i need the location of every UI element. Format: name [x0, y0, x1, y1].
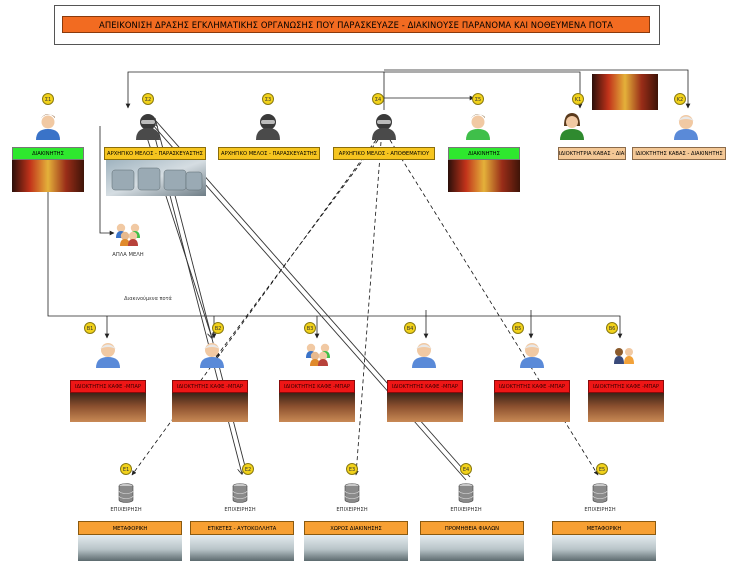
dashed-s4-to-e3 — [353, 141, 382, 476]
couple-icon — [614, 348, 634, 364]
drinks-photo — [448, 160, 520, 192]
badge-k1: Κ1 — [572, 93, 584, 105]
database-icon — [592, 483, 608, 503]
badge-e1: Ε1 — [120, 463, 132, 475]
elderly-person-icon — [200, 343, 224, 368]
role-label-s2: ΑΡΧΗΓΙΚΟ ΜΕΛΟΣ - ΠΑΡΑΣΚΕΥΑΣΤΗΣ — [104, 147, 206, 160]
role-label-b1: ΙΔΙΟΚΤΗΤΗΣ ΚΑΦΕ -ΜΠΑΡ — [70, 380, 146, 393]
connector-s2-to-members — [99, 126, 115, 236]
bar-photo — [387, 393, 463, 422]
flow-label: Διακινούμενα ποτά — [124, 296, 172, 302]
factory-photo — [420, 535, 524, 561]
role-label-b2: ΙΔΙΟΚΤΗΤΗΣ ΚΑΦΕ -ΜΠΑΡ — [172, 380, 248, 393]
database-icon — [232, 483, 248, 503]
database-icon — [118, 483, 134, 503]
connector-s1-to-bars — [47, 192, 621, 327]
person-icon — [36, 114, 60, 140]
role-label-b6: ΙΔΙΟΚΤΗΤΗΣ ΚΑΦΕ -ΜΠΑΡ — [588, 380, 664, 393]
badge-s2: Σ2 — [142, 93, 154, 105]
hooded-person-icon — [372, 114, 396, 140]
role-label-b3: ΙΔΙΟΚΤΗΤΗΣ ΚΑΦΕ -ΜΠΑΡ — [279, 380, 355, 393]
badge-s1: Σ1 — [42, 93, 54, 105]
factory-photo — [304, 535, 408, 561]
role-label-s3: ΑΡΧΗΓΙΚΟ ΜΕΛΟΣ - ΠΑΡΑΣΚΕΥΑΣΤΗΣ — [218, 147, 320, 160]
factory-photo — [190, 535, 294, 561]
badge-b1: Β1 — [84, 322, 96, 334]
business-caption-e3: ΕΠΙΧΕΙΡΗΣΗ — [336, 507, 368, 513]
role-label-k1: ΙΔΙΟΚΤΗΤΡΙΑ ΚΑΒΑΣ - ΔΙΑΚΙΝΗΤΡΙΑ — [558, 147, 626, 160]
role-label-s1: ΔΙΑΚΙΝΗΤΗΣ — [12, 147, 84, 160]
database-icon — [344, 483, 360, 503]
bar-photo — [588, 393, 664, 422]
bar-photo — [279, 393, 355, 422]
dashed-s4-to-b2 — [215, 139, 379, 358]
badge-s5: Σ5 — [472, 93, 484, 105]
photos-top — [12, 74, 658, 196]
business-row — [78, 483, 656, 561]
dashed-s4-to-e5 — [389, 139, 599, 476]
badge-b6: Β6 — [606, 322, 618, 334]
woman-icon — [560, 113, 584, 140]
bar-photo — [70, 393, 146, 422]
hooded-person-icon — [256, 114, 280, 140]
connector-s4-to-s2 — [125, 71, 385, 110]
business-caption-e5: ΕΠΙΧΕΙΡΗΣΗ — [584, 507, 616, 513]
drinks-photo — [12, 160, 84, 192]
elderly-person-icon — [412, 343, 436, 368]
badge-b4: Β4 — [404, 322, 416, 334]
business-caption-e4: ΕΠΙΧΕΙΡΗΣΗ — [450, 507, 482, 513]
business-label-e2: ΕΤΙΚΕΤΕΣ - ΑΥΤΟΚΟΛΛΗΤΑ — [190, 521, 294, 535]
badge-s4: Σ4 — [372, 93, 384, 105]
factory-photo — [78, 535, 182, 561]
badge-e5: Ε5 — [596, 463, 608, 475]
role-label-b5: ΙΔΙΟΚΤΗΤΗΣ ΚΑΦΕ -ΜΠΑΡ — [494, 380, 570, 393]
badge-k2: Κ2 — [674, 93, 686, 105]
badge-b5: Β5 — [512, 322, 524, 334]
business-label-e1: ΜΕΤΑΦΟΡΙΚΗ — [78, 521, 182, 535]
simple-members-label: ΑΠΛΑ ΜΕΛΗ — [112, 252, 144, 258]
connector-s4-to-k2 — [384, 69, 691, 109]
business-caption-e1: ΕΠΙΧΕΙΡΗΣΗ — [110, 507, 142, 513]
role-label-k2: ΙΔΙΟΚΤΗΤΗΣ ΚΑΒΑΣ - ΔΙΑΚΙΝΗΤΗΣ — [632, 147, 726, 160]
bar-photo — [172, 393, 248, 422]
badge-e2: Ε2 — [242, 463, 254, 475]
top-row-icons — [36, 113, 698, 246]
drinks-photo — [592, 74, 658, 110]
business-label-e5: ΜΕΤΑΦΟΡΙΚΗ — [552, 521, 656, 535]
person-icon — [466, 114, 490, 140]
hooded-person-icon — [136, 114, 160, 140]
factory-photo — [552, 535, 656, 561]
role-label-b4: ΙΔΙΟΚΤΗΤΗΣ ΚΑΦΕ -ΜΠΑΡ — [387, 380, 463, 393]
elderly-person-icon — [674, 115, 698, 140]
diagram-title: ΑΠΕΙΚΟΝΙΣΗ ΔΡΑΣΗΣ ΕΓΚΛΗΜΑΤΙΚΗΣ ΟΡΓΑΝΩΣΗΣ… — [62, 16, 650, 33]
group-of-people-icon — [306, 343, 330, 366]
elderly-person-icon — [96, 343, 120, 368]
business-label-e4: ΠΡΟΜΗΘΕΙΑ ΦΙΑΛΩΝ — [420, 521, 524, 535]
bar-row — [70, 343, 664, 422]
role-label-s5: ΔΙΑΚΙΝΗΤΗΣ — [448, 147, 520, 160]
elderly-person-icon — [520, 343, 544, 368]
database-icon — [458, 483, 474, 503]
badge-s3: Σ3 — [262, 93, 274, 105]
badge-b3: Β3 — [304, 322, 316, 334]
badge-e4: Ε4 — [460, 463, 472, 475]
badge-e3: Ε3 — [346, 463, 358, 475]
business-label-e3: ΧΩΡΟΣ ΔΙΑΚΙΝΗΣΗΣ — [304, 521, 408, 535]
role-label-s4: ΑΡΧΗΓΙΚΟ ΜΕΛΟΣ - ΑΠΟΘΕΜΑΤΙΟΥ — [333, 147, 435, 160]
bar-photo — [494, 393, 570, 422]
badge-b2: Β2 — [212, 322, 224, 334]
group-of-people-icon — [116, 223, 140, 246]
business-caption-e2: ΕΠΙΧΕΙΡΗΣΗ — [224, 507, 256, 513]
